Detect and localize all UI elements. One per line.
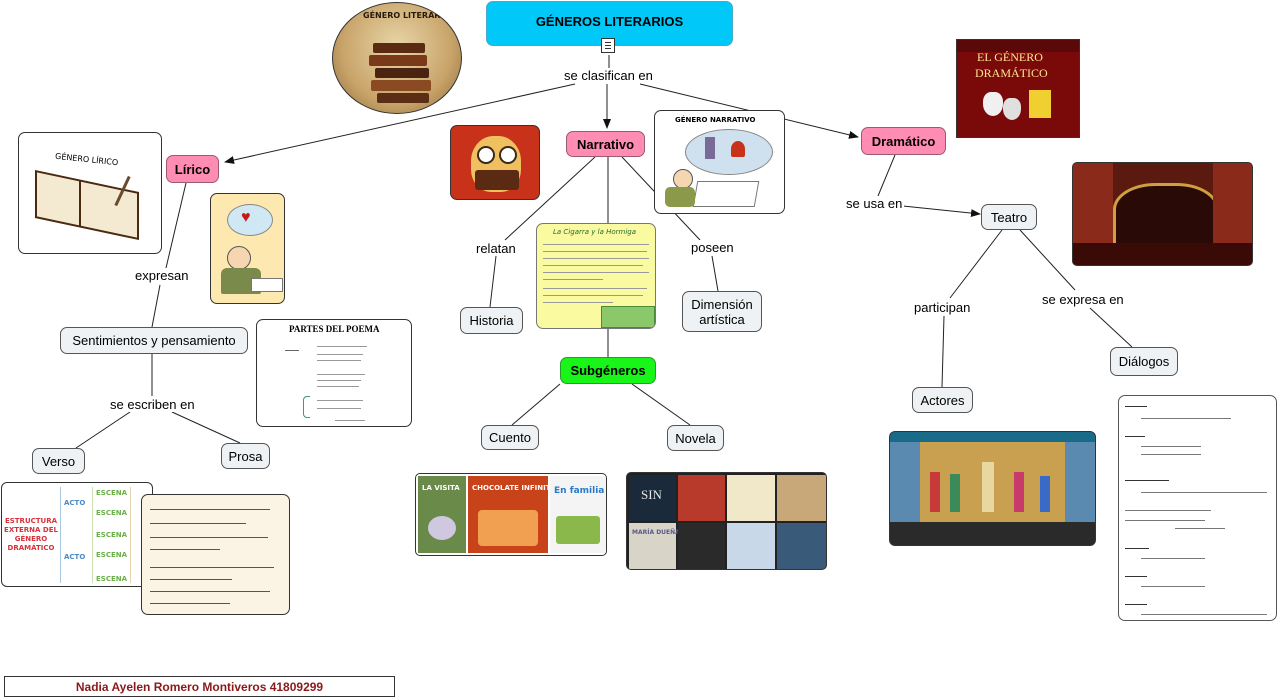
prosa-node[interactable]: Prosa xyxy=(221,443,270,469)
dialogos-node[interactable]: Diálogos xyxy=(1110,347,1178,376)
acto-label-2: ACTO xyxy=(64,553,86,561)
link-clasifican: se clasifican en xyxy=(562,68,655,83)
actores-node[interactable]: Actores xyxy=(912,387,973,413)
escena-label-3: ESCENA xyxy=(96,531,128,539)
dialogue-script-image xyxy=(1118,395,1277,621)
escena-label-5: ESCENA xyxy=(96,575,128,583)
cuento-node[interactable]: Cuento xyxy=(481,425,539,450)
teatro-node[interactable]: Teatro xyxy=(981,204,1037,230)
novela-covers-image: SIN MARÍA DUEÑAS xyxy=(626,472,827,570)
lirico-image: GÉNERO LÍRICO xyxy=(18,132,162,254)
broken-heart-icon: ♥ xyxy=(241,209,251,226)
actores-label: Actores xyxy=(920,392,965,408)
novela-label: Novela xyxy=(675,430,716,446)
books-caption: GÉNERO LITERARIO xyxy=(363,11,451,20)
historia-node[interactable]: Historia xyxy=(460,307,523,334)
verso-label: Verso xyxy=(41,453,76,469)
escena-label-1: ESCENA xyxy=(96,489,128,497)
narrativo-image: GÉNERO NARRATIVO xyxy=(654,110,785,214)
link-participan: participan xyxy=(912,300,973,315)
link-poseen: poseen xyxy=(689,240,736,255)
dramatico-label: Dramático xyxy=(871,133,936,149)
estructura-title: ESTRUCTURA EXTERNA DEL GÉNERO DRAMÁTICO xyxy=(4,517,58,552)
acto-label-1: ACTO xyxy=(64,499,86,507)
escena-label-4: ESCENA xyxy=(96,551,128,559)
dramatico-node[interactable]: Dramático xyxy=(861,127,946,155)
novela-cover-1: SIN xyxy=(629,475,676,521)
heartbreak-image: ♥ xyxy=(210,193,285,304)
poema-caption: PARTES DEL POEMA xyxy=(289,324,380,334)
document-icon[interactable] xyxy=(601,38,615,53)
sentimientos-label: Sentimientos y pensamiento xyxy=(72,333,236,348)
link-expresan: expresan xyxy=(133,268,191,283)
dramatico-image: EL GÉNERO DRAMÁTICO xyxy=(956,39,1080,138)
link-relatan: relatan xyxy=(474,241,518,256)
sentimientos-node[interactable]: Sentimientos y pensamiento xyxy=(60,327,248,354)
verso-node[interactable]: Verso xyxy=(32,448,85,474)
books-image: GÉNERO LITERARIO xyxy=(332,2,462,114)
lirico-label: Lírico xyxy=(174,161,211,177)
fabula-title: La Cigarra y la Hormiga xyxy=(553,228,636,236)
estructura-image: ESTRUCTURA EXTERNA DEL GÉNERO DRAMÁTICO … xyxy=(1,482,153,587)
tragedy-mask-icon xyxy=(1003,98,1021,120)
dramatico-caption-1: EL GÉNERO xyxy=(977,50,1043,64)
novela-cover-2: MARÍA DUEÑAS xyxy=(629,523,684,569)
owl-image xyxy=(450,125,540,200)
cuento-covers-image: LA VISITA CHOCOLATE INFINITO En familia xyxy=(415,473,607,556)
actors-stage-image xyxy=(889,431,1096,546)
dimension-label: Dimensión artística xyxy=(691,296,753,327)
theater-image xyxy=(1072,162,1253,266)
link-usa: se usa en xyxy=(844,196,905,211)
cuento-cover-1: LA VISITA xyxy=(418,476,466,553)
teatro-label: Teatro xyxy=(990,209,1028,225)
cuento-cover-2: CHOCOLATE INFINITO xyxy=(468,476,556,553)
author-footer: Nadia Ayelen Romero Montiveros 41809299 xyxy=(4,676,395,697)
dimension-node[interactable]: Dimensión artística xyxy=(682,291,762,332)
cuento-label: Cuento xyxy=(489,430,531,445)
fabula-image: La Cigarra y la Hormiga xyxy=(536,223,656,329)
narrativo-node[interactable]: Narrativo xyxy=(566,131,645,157)
link-expresa: se expresa en xyxy=(1040,292,1126,307)
narrativo-label: Narrativo xyxy=(576,136,635,152)
historia-label: Historia xyxy=(469,313,514,328)
cuento-cover-3: En familia xyxy=(550,476,606,553)
lirico-node[interactable]: Lírico xyxy=(166,155,219,183)
escena-label-2: ESCENA xyxy=(96,509,128,517)
root-label: GÉNEROS LITERARIOS xyxy=(535,14,684,29)
dramatico-caption-2: DRAMÁTICO xyxy=(975,66,1048,80)
novela-node[interactable]: Novela xyxy=(667,425,724,451)
comedy-mask-icon xyxy=(983,92,1003,116)
dialogos-label: Diálogos xyxy=(1118,354,1170,369)
partes-poema-image: PARTES DEL POEMA xyxy=(256,319,412,427)
subgeneros-node[interactable]: Subgéneros xyxy=(560,357,656,384)
verso-text-image xyxy=(141,494,290,615)
prosa-label: Prosa xyxy=(228,448,263,464)
subgeneros-label: Subgéneros xyxy=(570,363,646,378)
author-name: Nadia Ayelen Romero Montiveros 41809299 xyxy=(75,679,324,694)
narrativo-caption: GÉNERO NARRATIVO xyxy=(675,116,756,124)
lirico-caption: GÉNERO LÍRICO xyxy=(54,151,119,168)
link-escriben: se escriben en xyxy=(108,397,197,412)
